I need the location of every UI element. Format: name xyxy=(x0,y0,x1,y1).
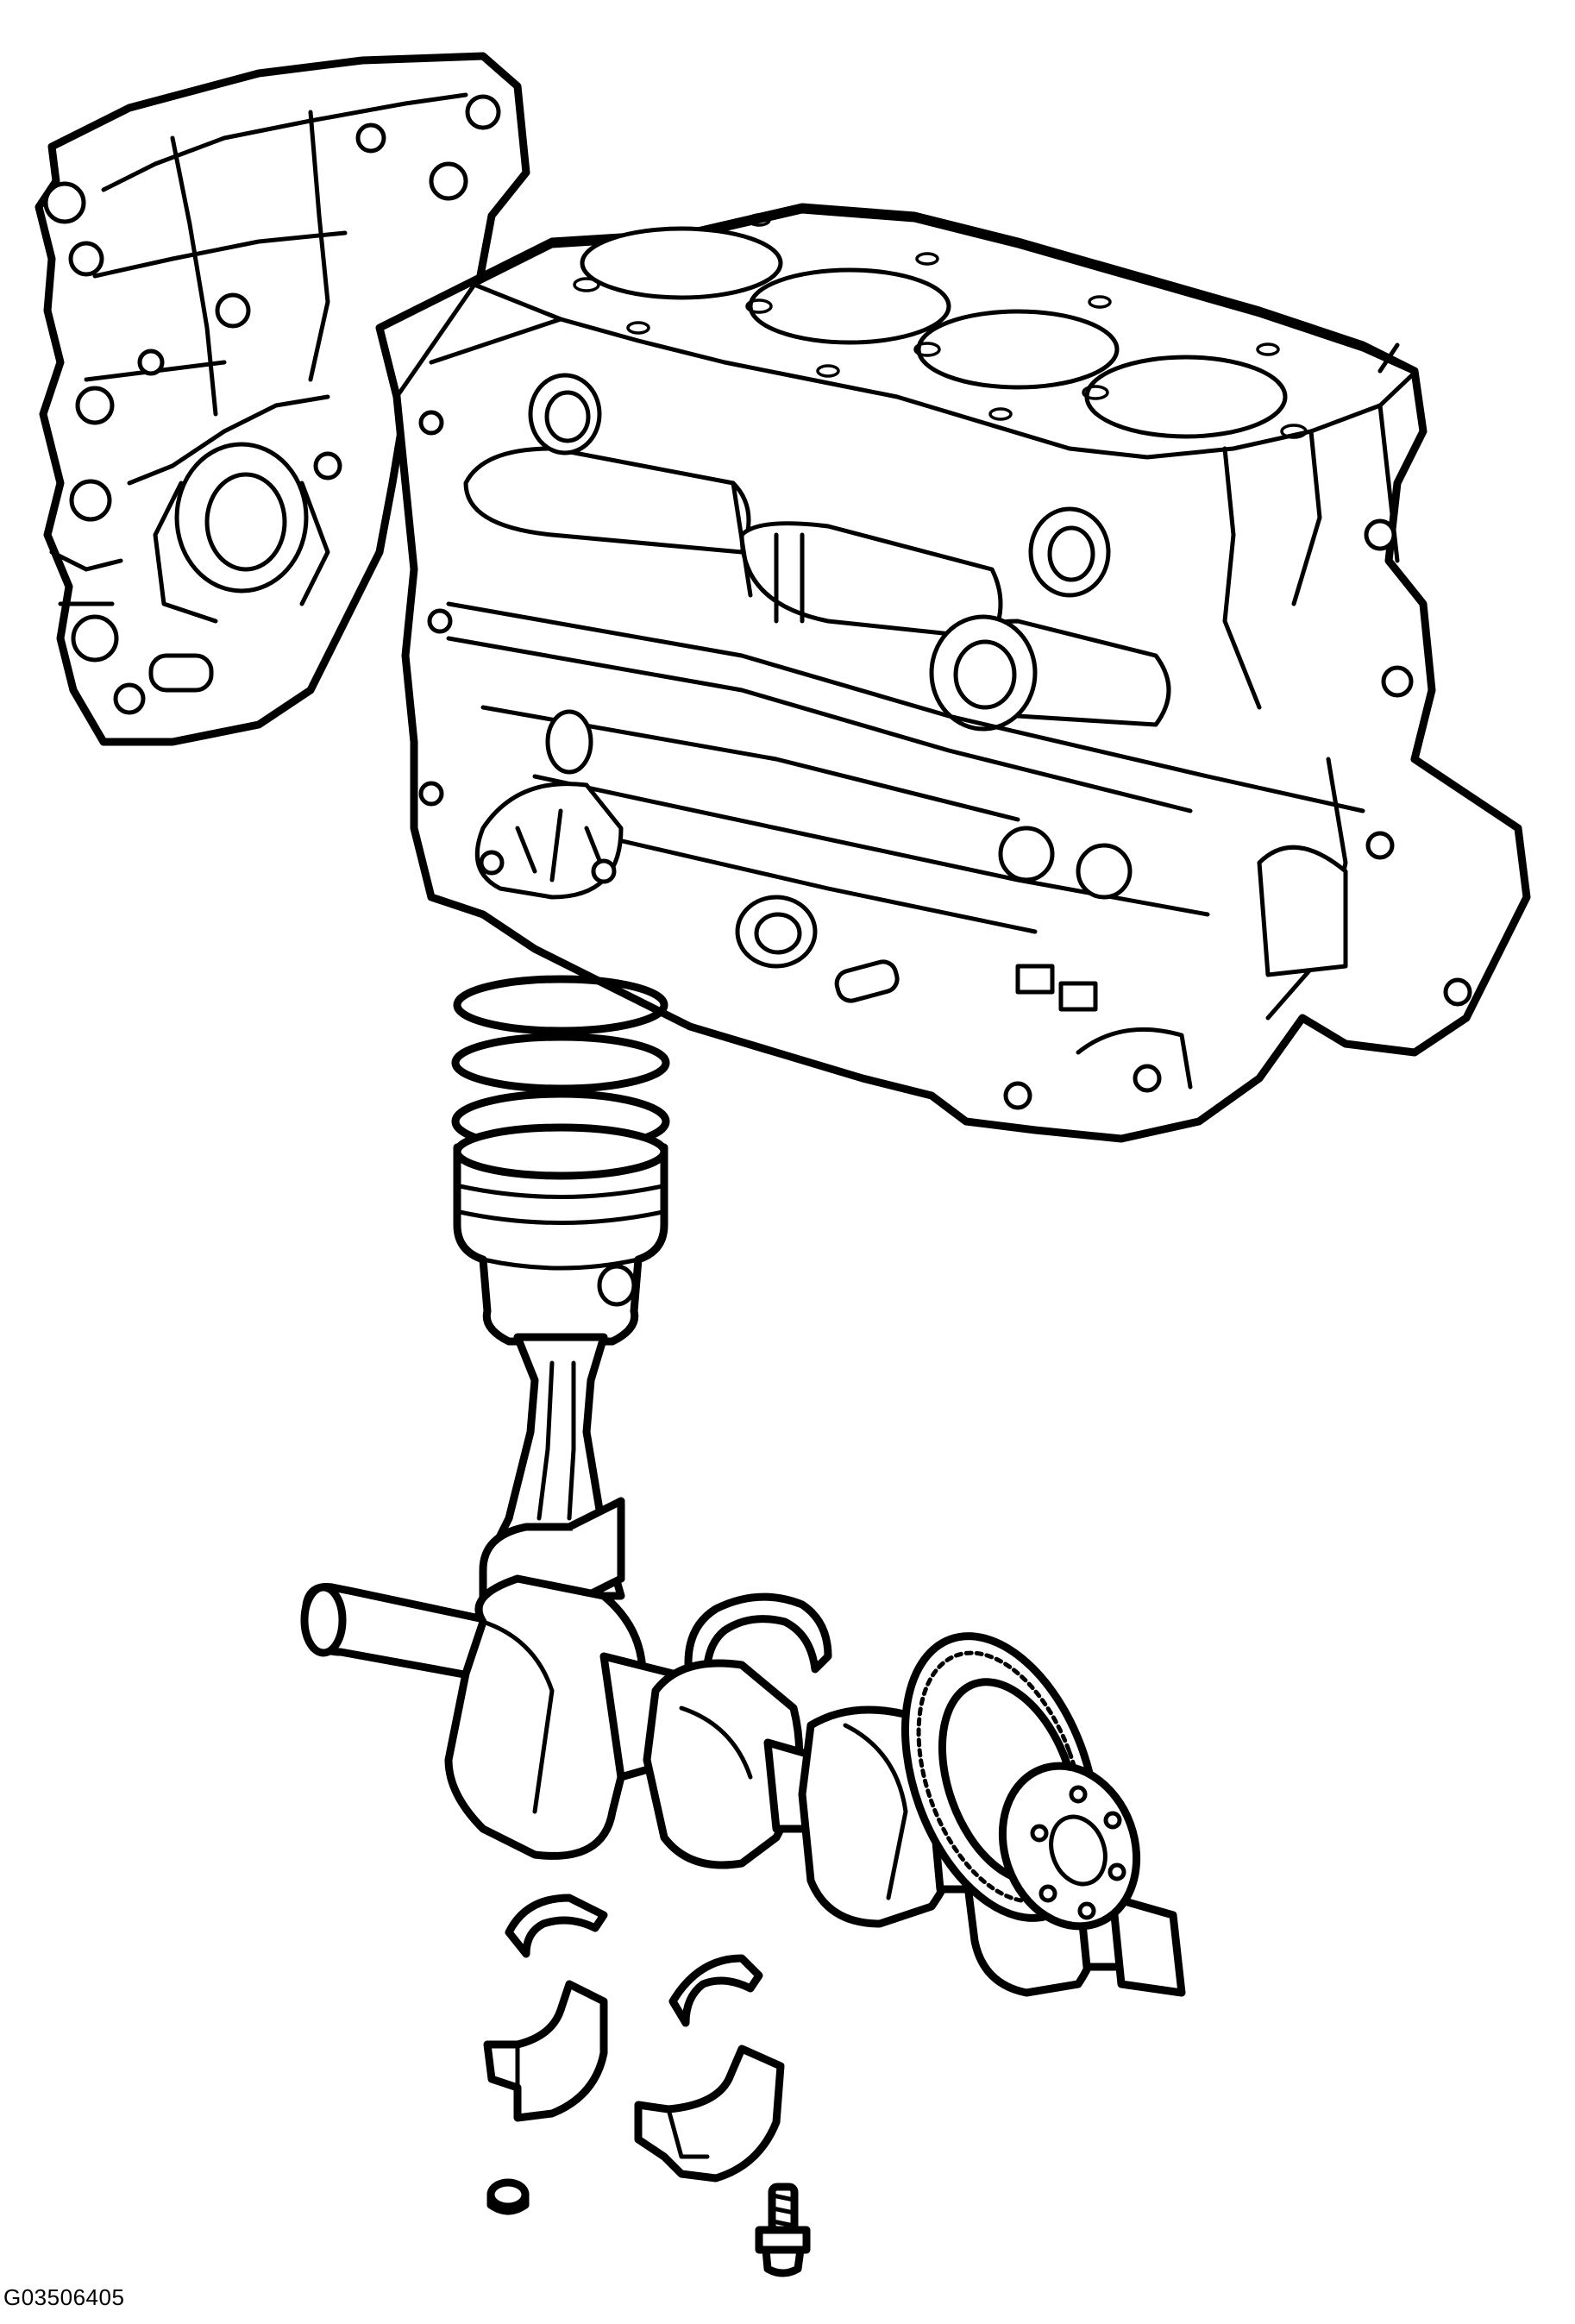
timing-cover xyxy=(35,52,530,746)
main-bearing-cap-1 xyxy=(483,1980,608,2122)
crankshaft-sprocket xyxy=(900,1632,1141,1931)
dowel-pin xyxy=(486,2178,530,2215)
main-bearing-upper-2 xyxy=(668,1954,763,2027)
main-bearing-cap-bolt xyxy=(755,2183,811,2277)
main-bearing-upper-1 xyxy=(505,1894,608,1958)
piston xyxy=(453,1123,668,1346)
figure-id-label: G03506405 xyxy=(3,2284,125,2310)
deck-passages xyxy=(573,213,1308,439)
connecting-rod xyxy=(479,1333,625,1626)
piston-rings xyxy=(451,975,670,1153)
cylinder-bores xyxy=(580,226,1288,439)
cylinder-block xyxy=(375,203,1531,1143)
main-bearing-cap-2 xyxy=(634,2044,785,2183)
